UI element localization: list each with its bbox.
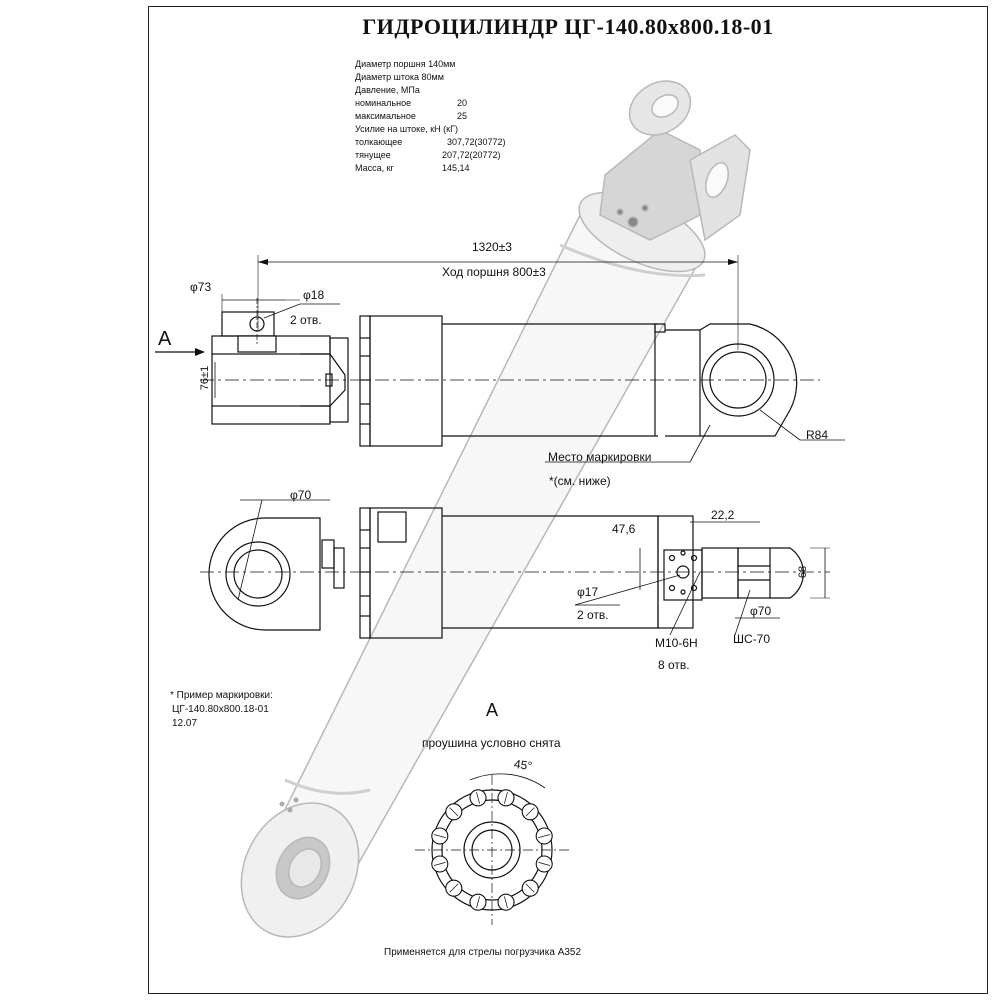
bolt-centerline	[449, 807, 459, 817]
view-a-label: A	[486, 700, 499, 720]
drawing-title: ГИДРОЦИЛИНДР ЦГ-140.80х800.18-01	[362, 14, 774, 39]
marking-place-label: Место маркировки	[548, 450, 652, 464]
dim-68: 68	[797, 565, 810, 579]
marking-example-line1: ЦГ-140.80х800.18-01	[172, 704, 269, 715]
bolt-centerline	[433, 862, 446, 866]
dim-r84: R84	[806, 428, 829, 442]
dim-holes-2b: 2 отв.	[577, 608, 609, 622]
spec-rod-diameter: Диаметр штока 80мм	[355, 72, 444, 82]
spec-push-value: 307,72(30772)	[447, 137, 506, 147]
bolt-centerline	[504, 791, 508, 804]
footer-note: Применяется для стрелы погрузчика А352	[384, 947, 582, 958]
spec-nominal-value: 20	[457, 98, 468, 108]
dim-d17: φ17	[577, 585, 599, 599]
dim-22-2: 22,2	[711, 508, 735, 522]
view-a-angle: 45°	[513, 756, 534, 774]
bolt-centerline	[525, 807, 535, 817]
marking-ref-label: *(см. ниже)	[549, 474, 611, 488]
view-a-bolt-ring	[431, 789, 553, 911]
spec-mass-label: Масса, кг	[355, 163, 394, 173]
lower-view	[200, 499, 830, 639]
spec-pull-value: 207,72(20772)	[442, 150, 501, 160]
dim-d70-left: φ70	[290, 488, 312, 502]
dim-76: 76±1	[199, 365, 212, 391]
view-a-end-view	[415, 773, 570, 925]
dim-d73: φ73	[190, 280, 212, 294]
spec-mass-value: 145,14	[442, 163, 470, 173]
spec-nominal-label: номинальное	[355, 98, 412, 108]
cylinder-3d-render	[240, 80, 751, 938]
upper-view	[155, 255, 845, 463]
dim-d70-right: φ70	[750, 604, 772, 618]
dim-47-6: 47,6	[612, 522, 636, 536]
dim-holes-8: 8 отв.	[658, 658, 690, 672]
bolt-centerline	[525, 883, 535, 893]
bolt-centerline	[476, 791, 480, 804]
bolt-centerline	[476, 896, 480, 909]
spec-pressure: Давление, МПа	[355, 85, 420, 95]
dim-stroke: Ход поршня 800±3	[442, 265, 546, 279]
marking-example-heading: * Пример маркировки:	[170, 690, 273, 701]
view-a-arrow-label: A	[158, 328, 172, 350]
marking-example-line2: 12.07	[172, 718, 198, 729]
spec-max-value: 25	[457, 111, 468, 121]
dim-holes-2: 2 отв.	[290, 313, 322, 327]
bolt-centerline	[538, 862, 551, 866]
bolt-centerline	[538, 834, 551, 838]
view-a-note: проушина условно снята	[422, 736, 561, 750]
spec-max-label: максимальное	[355, 111, 416, 121]
dim-d18: φ18	[303, 288, 325, 302]
spec-pull-label: тянущее	[355, 150, 391, 160]
bolt-centerline	[433, 834, 446, 838]
spec-force: Усилие на штоке, кН (кГ)	[355, 124, 458, 134]
dim-shs-70: ШС-70	[733, 632, 771, 646]
sheet-frame	[148, 6, 988, 994]
bolt-centerline	[449, 883, 459, 893]
dim-overall-length: 1320±3	[472, 240, 512, 254]
spec-push-label: толкающее	[355, 137, 403, 147]
spec-piston-diameter: Диаметр поршня 140мм	[355, 59, 456, 69]
dim-m10: М10-6Н	[655, 636, 698, 650]
bolt-centerline	[504, 896, 508, 909]
